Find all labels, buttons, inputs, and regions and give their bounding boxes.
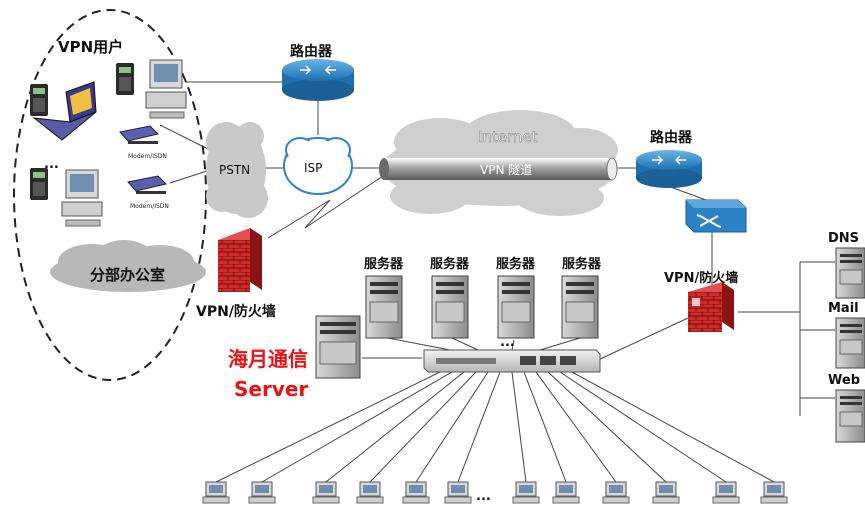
link-client-pc (559, 371, 727, 483)
pstn-label: PSTN (219, 163, 250, 177)
internet-label: Internet (478, 128, 538, 146)
haiyue-subtitle: Server (234, 377, 308, 401)
phone-icon (30, 84, 48, 116)
server-icon (431, 275, 469, 339)
mail-label: Mail (828, 301, 859, 316)
laptop-icon (32, 81, 97, 141)
link-modem2-pstn (169, 169, 211, 184)
link-client-pc (215, 371, 441, 483)
server-icon (835, 247, 865, 299)
connection-lines (159, 81, 835, 416)
pc-icon (145, 59, 187, 119)
router-icon (282, 59, 354, 101)
modem-icon (127, 175, 167, 194)
vpn-firewall-right-label: VPN/防火墙 (664, 270, 738, 286)
link-server2 (451, 337, 479, 351)
modem-label: Modem/ISDN (128, 153, 167, 160)
ellipsis-servers: ... (500, 335, 515, 350)
link-client-pc (457, 371, 501, 483)
server-label: 服务器 (562, 256, 602, 272)
modem-label: Modem/ISDN (130, 203, 169, 210)
server-icon (561, 275, 599, 339)
link-client-pc (511, 371, 527, 483)
switch-icon (423, 349, 601, 373)
link-client-pc (415, 371, 489, 483)
server-icon (835, 389, 865, 443)
phone-icon (116, 63, 134, 95)
pc-icon (652, 481, 680, 504)
client-pcs (202, 481, 788, 504)
link-client-pc (369, 371, 477, 483)
link-firewall-tunnel (267, 169, 393, 239)
pc-icon (552, 481, 580, 504)
switch-icon (685, 199, 747, 233)
link-client-pc (523, 371, 567, 483)
cloud-icon (50, 240, 206, 292)
link-client-pc (535, 371, 617, 483)
link-server4 (539, 337, 581, 351)
server-label: 服务器 (496, 256, 536, 272)
haiyue-title: 海月通信 (228, 347, 308, 371)
modem-icon (119, 125, 159, 144)
server-label: 服务器 (364, 256, 404, 272)
pc-icon (602, 481, 630, 504)
pc-icon (312, 481, 340, 504)
firewall-icon (218, 228, 262, 292)
pc-icon (61, 169, 103, 227)
router-right-label: 路由器 (650, 129, 693, 146)
pc-icon (402, 481, 430, 504)
ellipsis-users: ... (44, 157, 59, 172)
vpn-tunnel (379, 157, 618, 181)
pc-icon (356, 481, 384, 504)
router-left-label: 路由器 (290, 43, 333, 60)
link-router-switch (667, 185, 707, 201)
pc-icon (202, 481, 230, 504)
firewall-icon (688, 282, 734, 332)
cloud-icon (206, 122, 268, 218)
vpn-tunnel-label: VPN 隧道 (480, 162, 532, 177)
link-client-pc (547, 371, 667, 483)
dns-label: DNS (828, 231, 859, 246)
phone-icon (30, 168, 48, 200)
server-icon (315, 315, 361, 379)
link-client-pc (261, 371, 453, 483)
web-label: Web (828, 373, 860, 388)
pc-icon (760, 481, 788, 504)
vpn-users-group (13, 9, 207, 381)
vpn-firewall-left-label: VPN/防火墙 (196, 303, 276, 320)
pc-icon (444, 481, 472, 504)
router-icon (636, 150, 702, 188)
link-server1 (387, 337, 451, 351)
link-server3 (511, 339, 515, 351)
pc-icon (712, 481, 740, 504)
ellipsis-clients: ... (476, 489, 491, 504)
pc-icon (512, 481, 540, 504)
cloud-icon (283, 137, 353, 195)
link-switch-firewall-right (597, 317, 689, 361)
pc-icon (248, 481, 276, 504)
link-client-pc (325, 371, 465, 483)
branch-office-label: 分部办公室 (90, 266, 165, 284)
client-links (215, 371, 775, 483)
server-label: 服务器 (430, 256, 470, 272)
link-client-pc (571, 371, 775, 483)
server-icon (365, 275, 403, 339)
server-icon (835, 317, 865, 369)
vpn-users-label: VPN用户 (58, 38, 123, 56)
server-icon (497, 275, 535, 339)
isp-label: ISP (304, 161, 322, 175)
